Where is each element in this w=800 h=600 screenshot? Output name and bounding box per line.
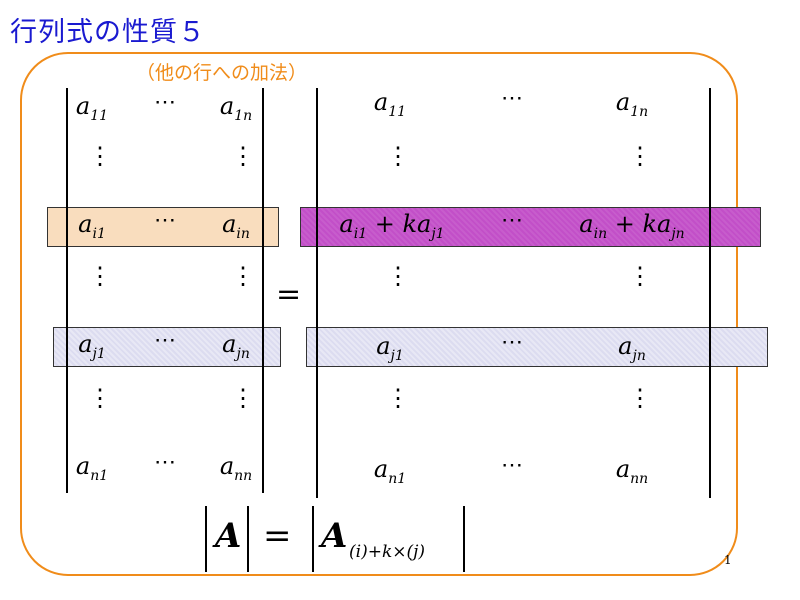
right-coln-vdots-3: ⋮ [628,384,652,412]
left-ain: ain [222,210,250,242]
left-ajn: ajn [222,330,250,362]
right-ai1-plus-kaj1: ai1 + kaj1 [339,210,445,242]
formula-bar-1 [205,506,207,572]
left-aj1: aj1 [78,330,106,362]
formula-equals: = [263,516,292,556]
formula-bar-4 [463,506,465,572]
formula-bar-3 [312,506,314,572]
left-coln-vdots-2: ⋮ [231,262,255,290]
right-a1n: a1n [615,88,649,120]
left-coln-vdots-3: ⋮ [231,384,255,412]
right-col1-vdots-3: ⋮ [386,384,410,412]
right-aj1: aj1 [376,332,404,364]
equals-sign: = [276,277,302,312]
left-col1-vdots-3: ⋮ [88,384,112,412]
formula-rhs-A: A [321,516,348,556]
right-ain-plus-kajn: ain + kajn [579,210,685,242]
left-col1-vdots-2: ⋮ [88,262,112,290]
left-rown-ellipsis: ⋯ [154,450,176,475]
left-an1: an1 [75,452,109,484]
right-coln-vdots-2: ⋮ [628,262,652,290]
left-det-bar-left [66,88,68,493]
highlight-row-i-right [300,207,761,247]
left-row1-ellipsis: ⋯ [154,90,176,115]
right-ann: ann [615,455,649,487]
right-col1-vdots-2: ⋮ [386,262,410,290]
slide-subtitle: （他の行への加法） [128,58,316,85]
right-rowj-ellipsis: ⋯ [501,330,523,355]
page-number: 1 [724,553,732,567]
left-col1-vdots-1: ⋮ [88,142,112,170]
right-ajn: ajn [618,332,646,364]
formula-subscript: (i)+k×(j) [349,542,426,562]
right-col1-vdots-1: ⋮ [386,142,410,170]
left-det-bar-right [262,88,264,493]
right-rown-ellipsis: ⋯ [501,453,523,478]
determinant-formula: A = A (i)+k×(j) [197,506,472,572]
formula-lhs-A: A [215,516,242,556]
right-a11: a11 [373,88,407,120]
left-ann: ann [219,452,253,484]
right-an1: an1 [373,455,407,487]
slide-title: 行列式の性質５ [10,17,206,48]
highlight-row-j-right [306,327,768,367]
left-ai1: ai1 [78,210,106,242]
highlight-row-i-left [47,207,279,247]
right-coln-vdots-1: ⋮ [628,142,652,170]
right-det-bar-left [316,88,318,498]
left-a1n: a1n [219,92,253,124]
left-rowj-ellipsis: ⋯ [154,328,176,353]
left-coln-vdots-1: ⋮ [231,142,255,170]
right-rowi-ellipsis: ⋯ [501,208,523,233]
highlight-row-j-left [53,327,281,367]
left-rowi-ellipsis: ⋯ [154,208,176,233]
formula-bar-2 [247,506,249,572]
right-det-bar-right [709,88,711,498]
content-frame [20,52,738,576]
right-row1-ellipsis: ⋯ [501,86,523,111]
left-a11: a11 [75,92,109,124]
